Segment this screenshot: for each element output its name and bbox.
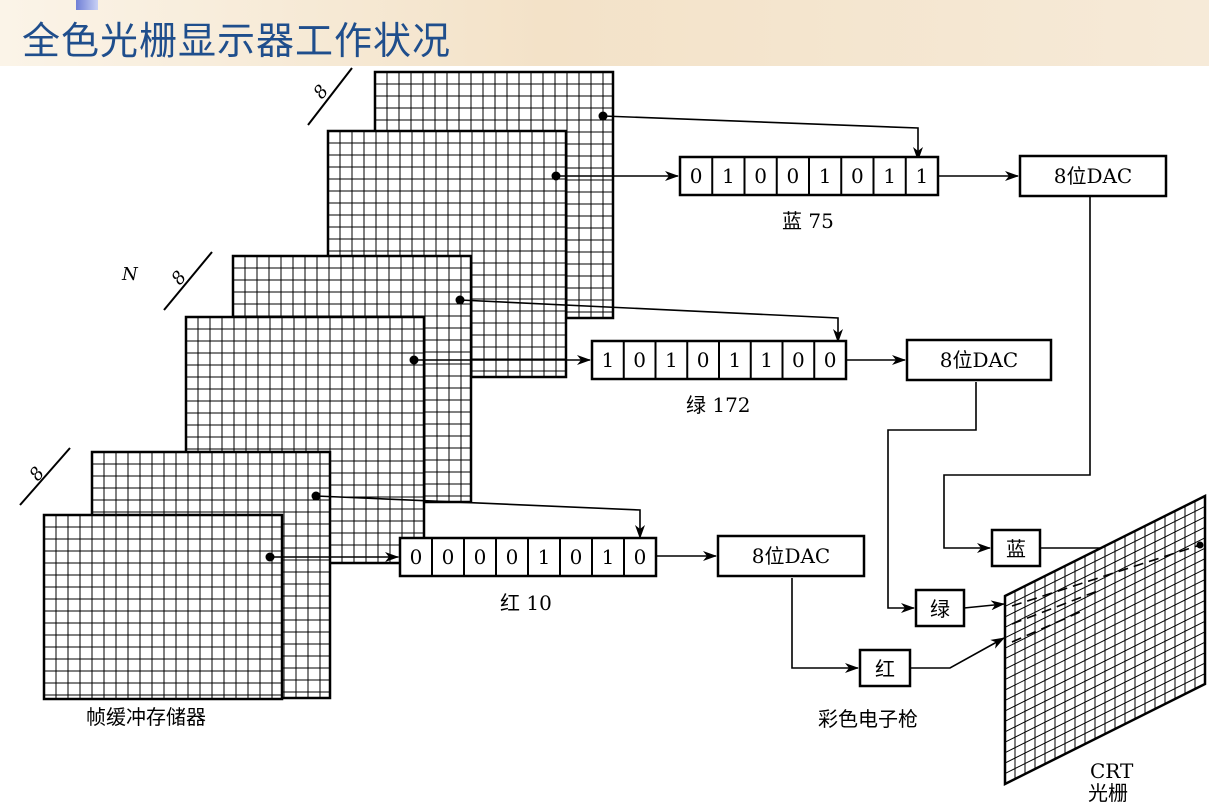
pixel-tap — [598, 111, 608, 121]
depth-label: 8 — [309, 81, 333, 103]
register-bit: 0 — [851, 164, 864, 188]
depth-arrows — [19, 67, 353, 506]
page-title: 全色光栅显示器工作状况 — [22, 19, 452, 63]
register-bit: 1 — [602, 545, 615, 569]
register-label-blue: 蓝 75 — [782, 209, 834, 233]
register-bit: 0 — [633, 348, 646, 372]
register-bit: 0 — [697, 348, 710, 372]
register-bit: 1 — [729, 348, 742, 372]
beam-path — [1011, 544, 1201, 607]
beam-spot — [1196, 541, 1204, 549]
beam-path — [1011, 611, 1081, 643]
register-bit: 1 — [819, 164, 832, 188]
depth-arrow — [307, 67, 353, 126]
gun-label-red: 红 — [875, 657, 895, 681]
register-bit: 0 — [690, 164, 703, 188]
header-accent — [76, 0, 98, 10]
frame-buffer-planes — [42, 70, 615, 701]
pixel-taps — [265, 111, 608, 562]
crt-label: 光栅 — [1088, 781, 1128, 803]
register-bit: 1 — [916, 164, 929, 188]
depth-label: 8 — [167, 267, 191, 289]
register-bit: 0 — [442, 545, 455, 569]
register-bit: 1 — [602, 348, 615, 372]
gun-caption: 彩色电子枪 — [818, 707, 918, 731]
depth-arrow — [19, 447, 71, 506]
register-bit: 1 — [883, 164, 896, 188]
gun-box-blue — [990, 528, 1042, 568]
depth-label: 8 — [25, 463, 49, 485]
register-bit: 1 — [722, 164, 735, 188]
title-bar: 全色光栅显示器工作状况 — [0, 0, 1209, 66]
register-bit: 1 — [760, 348, 773, 372]
dac-label-green: 8位DAC — [940, 348, 1019, 372]
gun-box-red — [858, 648, 912, 688]
register-label-red: 红 10 — [500, 591, 552, 615]
register-bit: 0 — [824, 348, 837, 372]
pixel-tap — [455, 295, 465, 305]
dac-label-red: 8位DAC — [752, 544, 831, 568]
register-bit: 0 — [410, 545, 423, 569]
register-bit: 1 — [538, 545, 551, 569]
register-bit: 0 — [474, 545, 487, 569]
plane-count-label: N — [121, 264, 139, 285]
crt-grid — [1004, 501, 1206, 779]
signal-paths — [270, 115, 1199, 673]
register-bit: 0 — [792, 348, 805, 372]
dac-box-green — [905, 338, 1053, 382]
pixel-tap — [311, 491, 321, 501]
depth-arrow — [163, 251, 213, 311]
register-bit: 1 — [665, 348, 678, 372]
gun-label-blue: 蓝 — [1006, 537, 1026, 561]
dac-label-blue: 8位DAC — [1054, 164, 1133, 188]
bitplane — [42, 513, 284, 701]
register-bit: 0 — [570, 545, 583, 569]
gun-box-green — [914, 588, 966, 628]
register-bit: 0 — [634, 545, 647, 569]
register-bit: 0 — [787, 164, 800, 188]
register-label-green: 绿 172 — [686, 393, 751, 417]
register-bit: 0 — [754, 164, 767, 188]
crt-raster — [1003, 493, 1207, 787]
pixel-tap — [551, 171, 561, 181]
register-bit: 0 — [506, 545, 519, 569]
gun-label-green: 绿 — [930, 597, 950, 621]
plane-grid — [44, 515, 282, 699]
dac-box-blue — [1018, 154, 1168, 198]
pixel-tap — [265, 552, 275, 562]
dac-box-red — [716, 534, 866, 578]
pixel-tap — [409, 355, 419, 365]
frame-buffer-label: 帧缓冲存储器 — [86, 705, 206, 729]
crt-label: CRT — [1090, 759, 1134, 783]
